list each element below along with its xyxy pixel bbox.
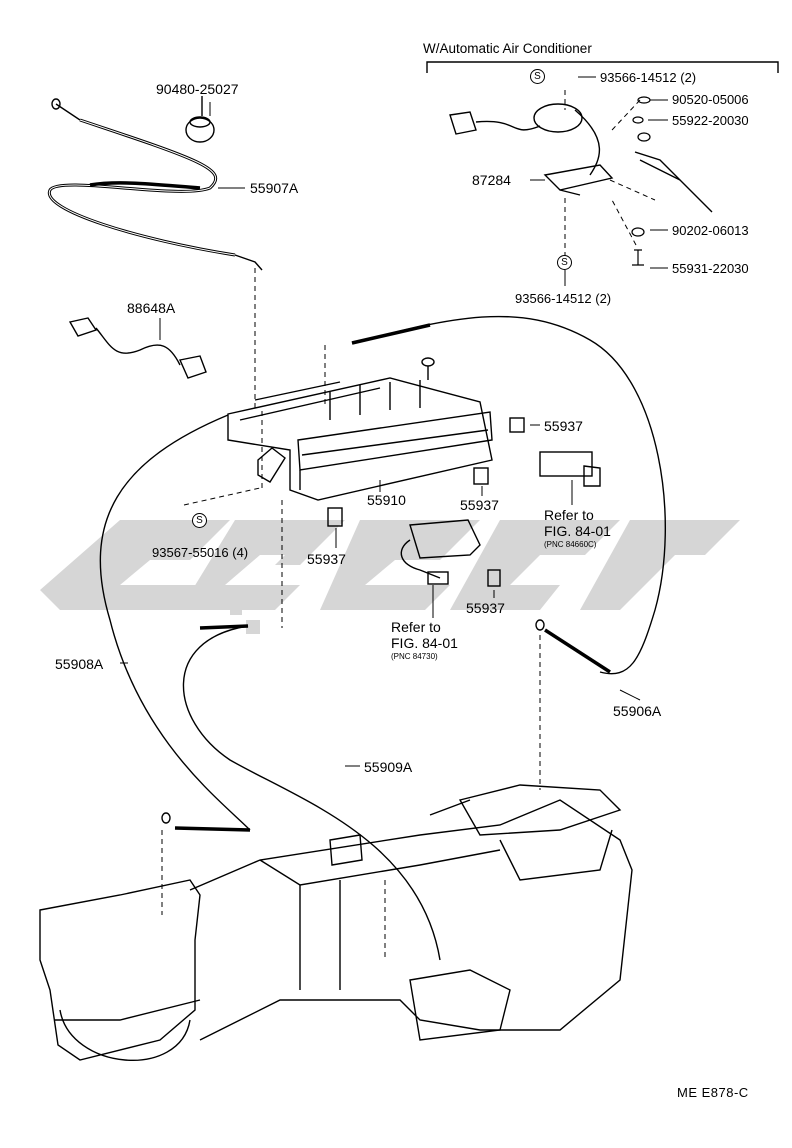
figure-code: ME E878-C: [677, 1085, 749, 1100]
watermark-logo: [40, 520, 740, 634]
s-symbol-icon: S: [192, 513, 207, 528]
part-label-87284: 87284: [472, 172, 511, 188]
ref-fig-84-01-line2: FIG. 84-01: [544, 523, 611, 539]
part-label-90520-05006: 90520-05006: [672, 92, 749, 107]
ref-fig-84-01-b-line1: Refer to: [391, 619, 441, 635]
part-label-55937-a: 55937: [544, 418, 583, 434]
part-label-55909a: 55909A: [364, 759, 413, 775]
part-label-55910: 55910: [367, 492, 406, 508]
part-label-93566-14512-top: 93566-14512 (2): [600, 70, 697, 85]
ref-fig-84-01-line1: Refer to: [544, 507, 594, 523]
s-symbol-icon: S: [530, 69, 545, 84]
part-label-93566-14512-bottom: 93566-14512 (2): [515, 291, 612, 306]
part-label-55907a: 55907A: [250, 180, 299, 196]
part-label-55922-20030: 55922-20030: [672, 113, 749, 128]
part-label-55906a: 55906A: [613, 703, 662, 719]
ref-fig-84-01-b-line2: FIG. 84-01: [391, 635, 458, 651]
part-label-55937-c: 55937: [307, 551, 346, 567]
part-label-55937-b: 55937: [460, 497, 499, 513]
part-label-55908a: 55908A: [55, 656, 104, 672]
header-title: W/Automatic Air Conditioner: [423, 41, 592, 56]
part-label-90480-25027: 90480-25027: [156, 81, 239, 97]
part-label-55937-d: 55937: [466, 600, 505, 616]
s-symbol-icon: S: [557, 255, 572, 270]
ref-pnc-84660c: (PNC 84660C): [544, 540, 597, 549]
part-label-93567-55016: 93567-55016 (4): [152, 545, 249, 560]
part-label-90202-06013: 90202-06013: [672, 223, 749, 238]
ref-pnc-84730: (PNC 84730): [391, 652, 438, 661]
part-label-55931-22030: 55931-22030: [672, 261, 749, 276]
part-label-88648a: 88648A: [127, 300, 176, 316]
